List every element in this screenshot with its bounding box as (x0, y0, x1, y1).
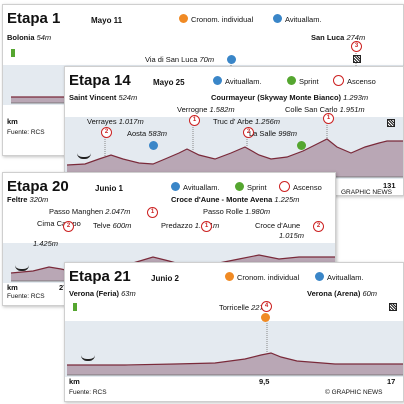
legend-feed-zone: Avituallam. (327, 273, 364, 282)
start-flag-icon (11, 49, 15, 57)
cyclist-icon (15, 261, 29, 271)
cyclist-icon (77, 149, 91, 159)
stopwatch-icon (179, 14, 188, 23)
climb-icon (333, 75, 344, 86)
feed-zone-icon (227, 55, 236, 64)
stage-20-point-passo-manghen: Passo Manghen 2.047m (49, 207, 131, 216)
stage-1-title: Etapa 1 (7, 10, 61, 27)
stage-20-croce-d-aune-alt: 1.015m (279, 231, 305, 240)
climb-category-marker: 1 (323, 113, 334, 124)
stage-20-point-passo-rolle: Passo Rolle 1.980m (203, 207, 271, 216)
stage-14-end: Courmayeur (Skyway Monte Bianco) 1.293m (211, 93, 369, 102)
feed-zone-icon (273, 14, 282, 23)
stage-14-credit: GRAPHIC NEWS (341, 189, 392, 196)
legend-time-trial: Cronom. individual (237, 273, 300, 282)
cyclist-icon (81, 351, 95, 361)
climb-category-marker: 2 (63, 221, 74, 232)
stage-21-title: Etapa 21 (69, 268, 131, 285)
stage-14-point-verrayes: Verrayes 1.017m (87, 117, 144, 126)
stage-21-km-label: km (69, 377, 80, 386)
stage-14-point-truc-d-arbe: Truc d' Arbe 1.256m (213, 117, 281, 126)
stage-21-profile (65, 321, 403, 377)
legend-feed-zone: Avituallam. (285, 15, 322, 24)
stage-14-date: Mayo 25 (153, 78, 185, 87)
stage-21-start: Verona (Feria) 63m (69, 289, 136, 298)
climb-category-marker: 2 (313, 221, 324, 232)
stopwatch-icon (261, 313, 270, 322)
climb-category-marker: 2 (243, 127, 254, 138)
stage-1-end: San Luca 274m (311, 33, 366, 42)
stage-14-point-colle-san-carlo: Colle San Carlo 1.951m (285, 105, 365, 114)
stage-20-date: Junio 1 (95, 184, 124, 193)
climb-category-marker: 1 (201, 221, 212, 232)
stage-20-point-telve: Telve 600m (93, 221, 132, 230)
stage-21-km-end: 17 (387, 377, 396, 386)
finish-flag-icon (353, 55, 361, 63)
feed-zone-icon (149, 141, 158, 150)
stage-21-card: Etapa 21 Junio 2 Cronom. individual Avit… (64, 262, 404, 402)
stage-20-point-croce-d-aune: Croce d'Aune (255, 221, 301, 230)
stopwatch-icon (225, 272, 234, 281)
start-flag-icon (73, 303, 77, 311)
stage-20-point-cima-campo: Cima Campo (37, 219, 81, 228)
stage-14-point-verrogne: Verrogne 1.582m (177, 105, 235, 114)
stage-21-km-mid: 9,5 (259, 377, 270, 386)
climb-category-marker: 1 (147, 207, 158, 218)
legend-feed-zone: Avituallam. (183, 183, 220, 192)
feed-zone-icon (213, 76, 222, 85)
stage-1-start: Bolonia 54m (7, 33, 52, 42)
stage-21-end: Verona (Arena) 60m (307, 289, 378, 298)
stage-1-km-label: km (7, 117, 18, 126)
stage-1-source: Fuente: RCS (7, 129, 45, 136)
finish-flag-icon (387, 119, 395, 127)
finish-flag-icon (389, 303, 397, 311)
stage-20-source: Fuente: RCS (7, 293, 45, 300)
stage-21-date: Junio 2 (151, 274, 180, 283)
legend-sprint: Sprint (299, 77, 319, 86)
stage-20-title: Etapa 20 (7, 178, 69, 195)
stage-14-start: Saint Vincent 524m (69, 93, 138, 102)
stage-14-point-aosta: Aosta 583m (127, 129, 168, 138)
stage-1-climb: Via di San Luca 70m (145, 55, 215, 64)
stage-14-point-la-salle: La Salle 998m (249, 129, 297, 138)
legend-feed-zone: Avituallam. (225, 77, 262, 86)
legend-sprint: Sprint (247, 183, 267, 192)
stage-14-profile (65, 117, 403, 179)
legend-climb: Ascenso (347, 77, 376, 86)
stage-21-climb: Torricelle 227m (219, 303, 270, 312)
stage-20-km-label: km (7, 283, 18, 292)
feed-zone-icon (315, 272, 324, 281)
sprint-icon (297, 141, 306, 150)
stage-20-end: Croce d'Aune - Monte Avena 1.225m (171, 195, 300, 204)
stage-20-start: Feltre 320m (7, 195, 49, 204)
stage-20-cima-campo-alt: 1.425m (33, 239, 59, 248)
stage-21-credit: © GRAPHIC NEWS (325, 389, 383, 396)
stage-14-title: Etapa 14 (69, 72, 131, 89)
feed-zone-icon (171, 182, 180, 191)
legend-climb: Ascenso (293, 183, 322, 192)
legend-time-trial: Cronom. individual (191, 15, 254, 24)
climb-category-marker: 1 (189, 115, 200, 126)
climb-icon (279, 181, 290, 192)
stage-20-km-end: 27 (59, 283, 67, 292)
stage-1-date: Mayo 11 (91, 16, 123, 25)
sprint-icon (235, 182, 244, 191)
climb-category-marker: 4 (261, 301, 272, 312)
climb-category-marker: 3 (351, 41, 362, 52)
stage-14-km-end: 131 (383, 181, 396, 190)
sprint-icon (287, 76, 296, 85)
stage-21-source: Fuente: RCS (69, 389, 107, 396)
climb-category-marker: 2 (101, 127, 112, 138)
